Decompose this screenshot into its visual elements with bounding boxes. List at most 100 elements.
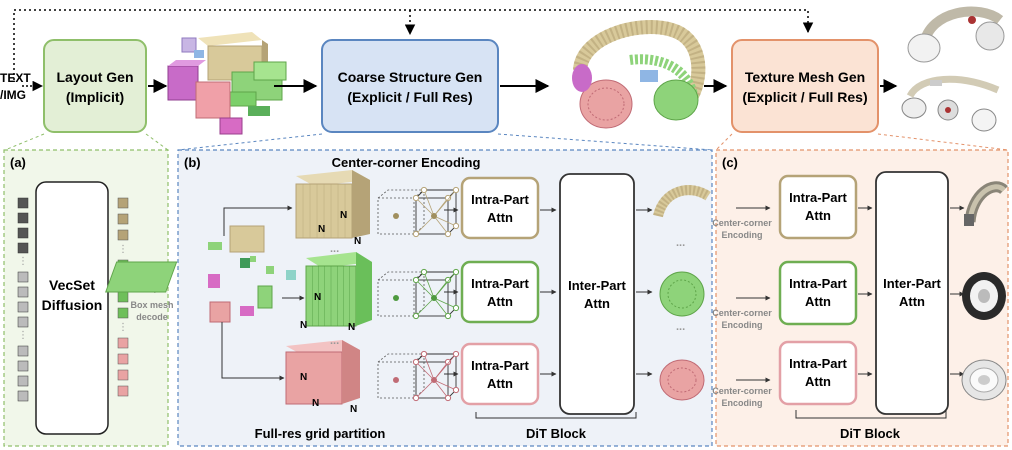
enc-corner-dot [452, 268, 460, 276]
latent-tokens-left: ⋮⋮ [17, 197, 29, 402]
latent-token [17, 360, 29, 372]
texture-mesh-gen-box[interactable]: Texture Mesh Gen (Explicit / Full Res) [731, 39, 879, 133]
intra-tan-l1: Intra-Part [471, 192, 529, 207]
ellipsis-b-2: ... [330, 335, 339, 347]
ellipsis-b-3: ... [676, 237, 685, 249]
panel-c-tag: (c) [722, 155, 738, 170]
latent-token [17, 197, 29, 209]
enc-ray [415, 379, 435, 399]
c-intra-part-attn-green[interactable]: Intra-Part Attn [778, 260, 858, 326]
axis-n-green-d: N [348, 322, 355, 333]
enc-part-cube [415, 197, 449, 235]
intra-green-l1: Intra-Part [471, 276, 529, 291]
box-token [117, 291, 129, 303]
enc-center-dot [393, 295, 399, 301]
enc-ray [433, 379, 457, 391]
c-enc2-l1: Center-corner [712, 308, 772, 318]
connector-a-right [145, 133, 169, 151]
enc-corner-dot [444, 230, 452, 238]
intra-part-attn-tan[interactable]: Intra-Part Attn [460, 176, 540, 240]
enc-part-center [431, 295, 437, 301]
layout-gen-subtitle: (Implicit) [66, 89, 124, 105]
center-corner-title: Center-corner Encoding [332, 155, 481, 170]
enc-corner-dot [412, 358, 420, 366]
panel-c: (c) Center-corner Encoding Center-corner… [712, 149, 1009, 447]
intra-pink-l2: Attn [487, 376, 513, 391]
enc-corner-dot [444, 312, 452, 320]
dit-bracket-c [795, 410, 947, 419]
token-ellipsis: ⋮ [118, 322, 128, 333]
enc-ray [415, 197, 435, 217]
box-token [117, 369, 129, 381]
branch-line-top [223, 205, 293, 236]
enc-corner-dot [420, 268, 428, 276]
connector-c-right [877, 133, 1009, 151]
vecset-diffusion-block [35, 181, 109, 435]
c-intra-tan-l1: Intra-Part [789, 190, 847, 205]
pink-voxel-grid [285, 340, 360, 405]
intra-tan-l2: Attn [487, 210, 513, 225]
enc-corner-dot [420, 186, 428, 194]
token-ellipsis: ⋮ [18, 330, 28, 341]
connector-b-left [177, 133, 323, 151]
enc-corner-dot [412, 276, 420, 284]
enc-corner-dot [412, 312, 420, 320]
panel-b: (b) Center-corner Encoding [105, 149, 713, 447]
box-token [117, 229, 129, 241]
enc-corner-dot [412, 230, 420, 238]
box-mesh-label: Box mesh [130, 300, 173, 310]
connector-c-left [715, 133, 733, 151]
c-intra-part-attn-tan[interactable]: Intra-Part Attn [778, 174, 858, 240]
connector-a-left [4, 133, 45, 151]
latent-token [17, 301, 29, 313]
inter-part-attn-b[interactable]: Inter-Part Attn [559, 173, 635, 415]
voxel-headphone-illustration [572, 20, 706, 129]
output-tan-band [653, 185, 711, 218]
enc-ray [415, 215, 435, 235]
c-inter-l1: Inter-Part [883, 276, 941, 291]
coarse-structure-gen-box[interactable]: Coarse Structure Gen (Explicit / Full Re… [321, 39, 499, 133]
enc-corner-dot [444, 194, 452, 202]
c-enc2-l2: Encoding [722, 320, 763, 330]
c-intra-part-attn-pink[interactable]: Intra-Part Attn [778, 340, 858, 406]
final-headphone-illustration [901, 6, 1005, 132]
enc-ray [423, 189, 435, 217]
enc-corner-dot [420, 350, 428, 358]
c-enc1-l1: Center-corner [712, 218, 772, 228]
axis-n-green-v: N [314, 292, 321, 303]
input-label-img: /IMG [0, 88, 26, 102]
enc-center-dot [393, 377, 399, 383]
c-intra-pink-l2: Attn [805, 374, 831, 389]
c-output-earcup-dark [962, 272, 1006, 320]
latent-token [17, 242, 29, 254]
connector-b-right [497, 133, 713, 151]
c-enc3-l2: Encoding [722, 398, 763, 408]
intra-part-attn-green[interactable]: Intra-Part Attn [460, 260, 540, 324]
ellipsis-b-1: ... [330, 243, 339, 255]
enc-corner-dot [452, 386, 460, 394]
axis-n-tan-h: N [318, 224, 325, 235]
branch-line-bottom [221, 322, 285, 381]
dit-bracket-b [475, 412, 637, 419]
c-inter-l2: Attn [899, 294, 925, 309]
latent-token [17, 271, 29, 283]
layout-boxes-illustration [167, 32, 287, 135]
box-token [117, 353, 129, 365]
intra-green-l2: Attn [487, 294, 513, 309]
inter-b-l1: Inter-Part [568, 278, 626, 293]
vecset-label: VecSet [49, 277, 95, 293]
output-green-cup [659, 271, 705, 317]
token-ellipsis: ⋮ [118, 244, 128, 255]
enc-cube-face [377, 361, 415, 399]
enc-ray [415, 297, 435, 317]
intra-part-attn-pink[interactable]: Intra-Part Attn [460, 342, 540, 406]
latent-token [17, 375, 29, 387]
intra-pink-l1: Intra-Part [471, 358, 529, 373]
latent-token [17, 286, 29, 298]
box-token [117, 307, 129, 319]
panel-b-tag: (b) [184, 155, 201, 170]
c-inter-part-attn[interactable]: Inter-Part Attn [875, 171, 949, 415]
enc-part-cube [415, 361, 449, 399]
box-token [117, 213, 129, 225]
layout-gen-box[interactable]: Layout Gen (Implicit) [43, 39, 147, 133]
